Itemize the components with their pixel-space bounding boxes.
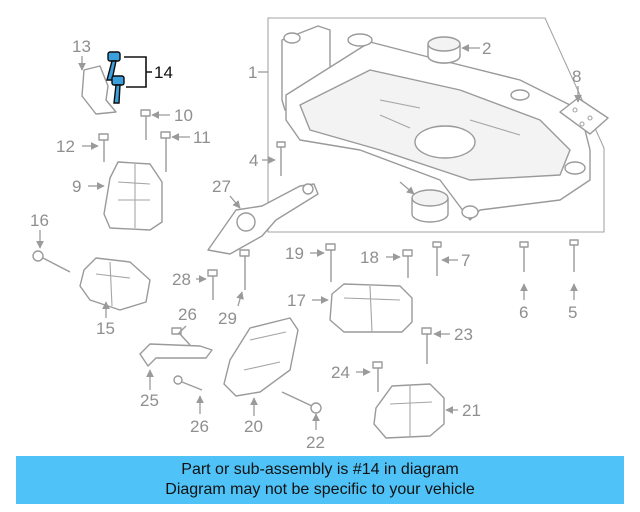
callout-9: 9 bbox=[72, 177, 81, 196]
callout-6: 6 bbox=[519, 303, 528, 322]
part-11-bolt[interactable] bbox=[160, 131, 171, 172]
part-21-mount[interactable] bbox=[373, 383, 445, 439]
callout-27: 27 bbox=[212, 177, 231, 196]
callout-21: 21 bbox=[462, 401, 481, 420]
part-16-bolt[interactable] bbox=[32, 250, 71, 273]
callout-14-highlighted: 14 bbox=[154, 63, 173, 82]
part-10-bolt[interactable] bbox=[140, 109, 151, 140]
part-23-bolt[interactable] bbox=[421, 327, 432, 364]
callout-24: 24 bbox=[331, 363, 350, 382]
part-7-bolt[interactable] bbox=[432, 241, 442, 276]
banner-line-1: Part or sub-assembly is #14 in diagram bbox=[181, 461, 459, 478]
part-4-bolt[interactable] bbox=[276, 141, 286, 176]
part-8-plate[interactable] bbox=[559, 97, 609, 135]
part-5-bolt[interactable] bbox=[569, 239, 579, 272]
callout-2: 2 bbox=[482, 39, 491, 58]
callout-29: 29 bbox=[218, 309, 237, 328]
callout-13: 13 bbox=[72, 37, 91, 56]
part-28-bolt[interactable] bbox=[207, 269, 218, 300]
part-12-bolt[interactable] bbox=[98, 133, 109, 162]
callout-8: 8 bbox=[572, 67, 581, 86]
part-17-mount[interactable] bbox=[329, 283, 413, 333]
callout-5: 5 bbox=[568, 303, 577, 322]
callout-7: 7 bbox=[461, 251, 470, 270]
part-25-link[interactable] bbox=[139, 343, 213, 367]
callout-25: 25 bbox=[140, 391, 159, 410]
part-19-bolt[interactable] bbox=[325, 243, 336, 282]
part-26-bolt-lower[interactable] bbox=[173, 375, 203, 391]
part-29-bolt[interactable] bbox=[239, 249, 250, 290]
part-3-bushing[interactable] bbox=[411, 189, 449, 223]
callout-26-lower: 26 bbox=[190, 417, 209, 436]
callout-1: 1 bbox=[248, 63, 257, 82]
part-15-mount[interactable] bbox=[79, 257, 151, 311]
callout-15: 15 bbox=[96, 319, 115, 338]
callout-18: 18 bbox=[360, 248, 379, 267]
callout-26-upper: 26 bbox=[178, 305, 197, 324]
part-22-bolt[interactable] bbox=[281, 391, 322, 414]
info-banner: Part or sub-assembly is #14 in diagram D… bbox=[16, 456, 624, 504]
part-13-bracket[interactable] bbox=[81, 65, 117, 115]
subframe-frame-outline bbox=[267, 17, 605, 233]
part-14-bolt-lower[interactable] bbox=[111, 75, 125, 104]
part-6-bolt[interactable] bbox=[519, 241, 529, 272]
banner-line-2: Diagram may not be specific to your vehi… bbox=[165, 481, 475, 498]
callout-28: 28 bbox=[172, 270, 191, 289]
part-18-bolt[interactable] bbox=[402, 249, 413, 278]
leader-lines bbox=[36, 44, 582, 430]
part-20-bracket[interactable] bbox=[223, 317, 299, 397]
callout-16: 16 bbox=[30, 211, 49, 230]
callout-20: 20 bbox=[244, 417, 263, 436]
callout-10: 10 bbox=[174, 106, 193, 125]
callout-23: 23 bbox=[454, 325, 473, 344]
callout-12: 12 bbox=[56, 137, 75, 156]
part-9-mount[interactable] bbox=[103, 161, 163, 231]
part-27-torque-rod[interactable] bbox=[207, 183, 319, 255]
callout-4: 4 bbox=[249, 151, 258, 170]
callout-22: 22 bbox=[306, 433, 325, 452]
callout-11: 11 bbox=[193, 128, 211, 147]
part-1-subframe[interactable] bbox=[281, 25, 591, 221]
callout-17: 17 bbox=[287, 291, 306, 310]
part-14-bracket-lead bbox=[124, 56, 152, 88]
parts-diagram: 1 2 4 5 6 7 8 9 10 11 12 13 14 15 16 17 … bbox=[30, 17, 609, 452]
callout-19: 19 bbox=[285, 244, 304, 263]
part-24-bolt[interactable] bbox=[372, 361, 383, 392]
part-2-bushing[interactable] bbox=[427, 36, 461, 64]
